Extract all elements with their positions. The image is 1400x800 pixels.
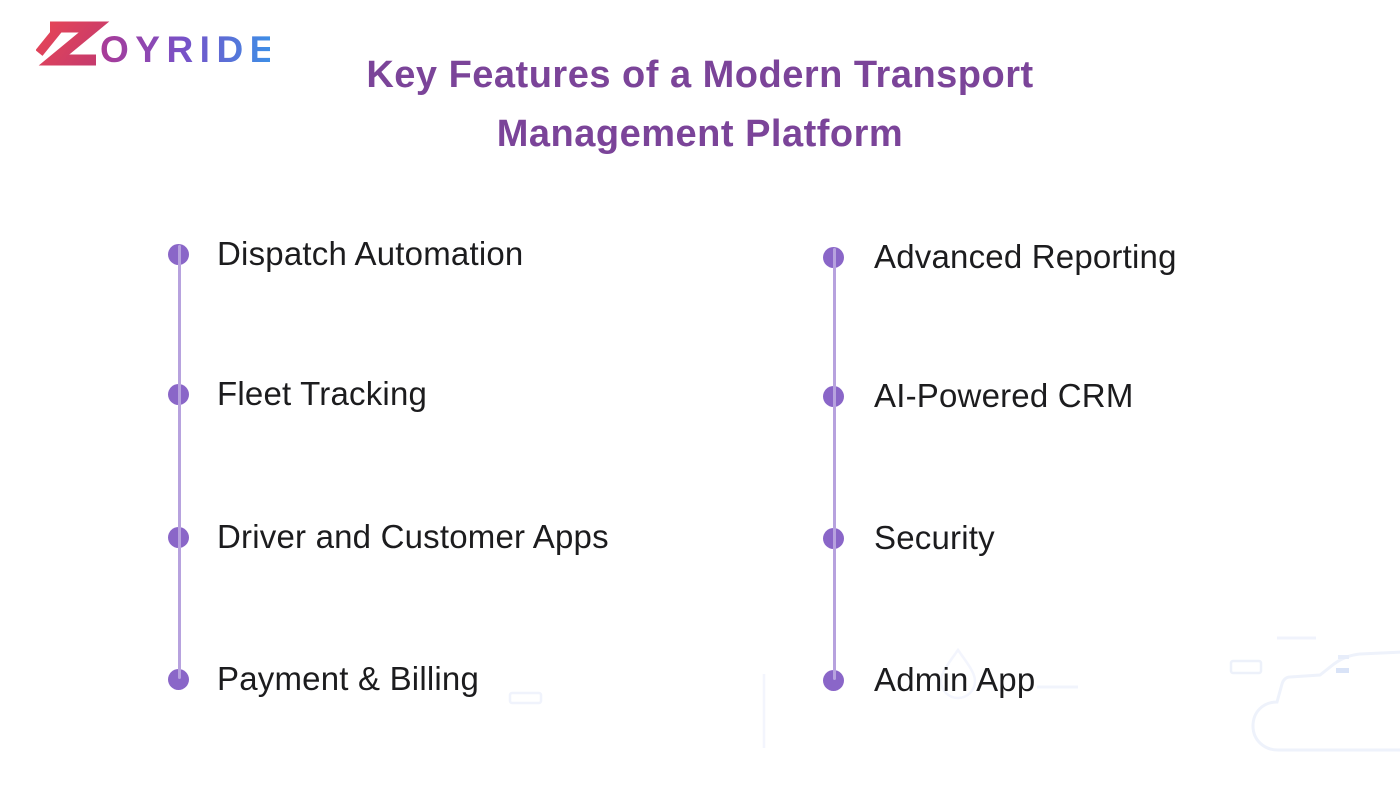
logo-wordmark: OYRIDE (100, 29, 270, 68)
feature-item: Dispatch Automation (168, 233, 523, 275)
feature-item: Driver and Customer Apps (168, 516, 609, 558)
page-title-line-1: Key Features of a Modern Transport (366, 54, 1034, 96)
zoyride-logo: OYRIDE (36, 21, 270, 68)
bullet-icon (168, 668, 189, 690)
feature-label: Driver and Customer Apps (217, 518, 609, 555)
timeline-connector (832, 248, 836, 680)
feature-item: Security (823, 517, 995, 559)
feature-item: Admin App (823, 659, 1035, 701)
feature-item: AI-Powered CRM (823, 375, 1134, 417)
zoyride-z-icon (36, 21, 110, 66)
features-left-column: Dispatch Automation Fleet Tracking Drive… (168, 0, 788, 800)
feature-label: Security (874, 519, 995, 556)
feature-label: Fleet Tracking (217, 375, 428, 412)
features-right-column: Advanced Reporting AI-Powered CRM Securi… (823, 0, 1383, 800)
page-title: Key Features of a Modern Transport Manag… (0, 46, 1400, 164)
timeline-connector (177, 245, 181, 679)
feature-item: Payment & Billing (168, 658, 479, 700)
feature-label: Payment & Billing (217, 660, 480, 697)
bullet-icon (823, 669, 844, 691)
feature-label: Admin App (874, 661, 1036, 698)
feature-label: AI-Powered CRM (874, 377, 1134, 414)
page-title-line-2: Management Platform (496, 113, 904, 155)
feature-item: Advanced Reporting (823, 236, 1177, 278)
feature-label: Dispatch Automation (217, 235, 524, 272)
feature-label: Advanced Reporting (874, 238, 1177, 275)
feature-item: Fleet Tracking (168, 373, 427, 415)
